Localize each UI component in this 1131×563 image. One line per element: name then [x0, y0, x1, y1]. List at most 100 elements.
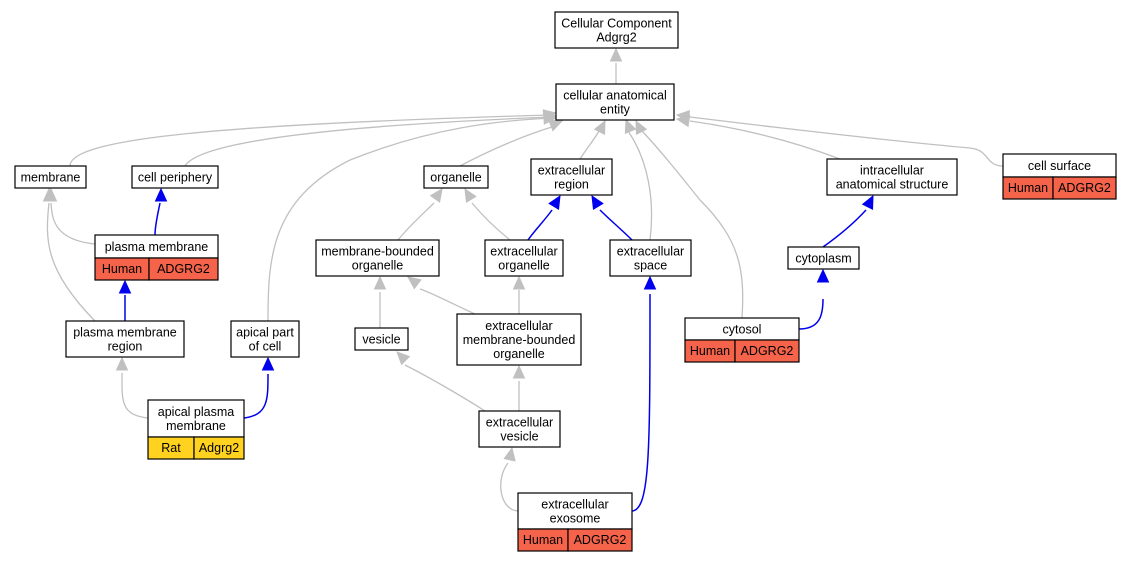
edge-line [689, 120, 841, 160]
go-term-node-membrane[interactable]: membrane [14, 165, 87, 189]
edge-arrowhead [548, 194, 561, 210]
edge-arrowhead [261, 356, 275, 371]
node-box [554, 11, 679, 49]
edge-apical_part-to-cae [267, 112, 558, 322]
edge-line [471, 202, 511, 241]
edge-embo-to-mbo [407, 276, 476, 315]
node-label-line: entity [600, 103, 631, 117]
edge-line [184, 116, 553, 167]
gene-label: ADGRG2 [1058, 181, 1111, 195]
species-label: Rat [161, 441, 181, 455]
edge-mbo-to-organelle [397, 188, 443, 241]
node-label-line: vesicle [362, 333, 400, 347]
node-label-line: membrane-bounded [463, 333, 576, 347]
edge-es-to-cae [624, 118, 653, 241]
edge-line [404, 364, 486, 412]
node-box [230, 320, 300, 358]
go-term-node-vesicle[interactable]: vesicle [354, 327, 409, 351]
edge-line [527, 209, 553, 241]
species-label: Human [690, 344, 730, 358]
node-label-line: organelle [430, 171, 481, 185]
node-label-line: apical plasma [158, 405, 234, 419]
edge-arrowhead [42, 187, 56, 202]
node-label-line: membrane [166, 419, 226, 433]
edge-arrowhead [503, 446, 516, 462]
edge-arrowhead [609, 47, 623, 62]
edge-line [689, 116, 1004, 167]
edge-line [822, 209, 867, 248]
gene-cell [193, 436, 245, 460]
species-label: Human [523, 533, 563, 547]
edge-ev-to-vesicle [396, 351, 486, 412]
node-label-line: region [554, 178, 589, 192]
edge-line [798, 298, 824, 330]
edge-line [267, 117, 556, 322]
node-box [315, 239, 440, 277]
edge-line [579, 130, 600, 160]
node-label-line: organelle [498, 259, 549, 273]
edge-arrowhead [396, 351, 411, 366]
species-label: Human [102, 262, 142, 276]
go-term-node-organelle[interactable]: organelle [423, 165, 489, 189]
edge-cytoplasm-to-ias [822, 194, 874, 248]
edge-arrowhead [373, 275, 387, 290]
node-box [530, 158, 613, 196]
node-label-line: exosome [550, 512, 601, 526]
edge-cell_periphery-to-cae [184, 111, 558, 167]
edge-arrowhead [512, 275, 526, 290]
node-box [787, 246, 860, 270]
node-label-line: extracellular [617, 245, 684, 259]
edge-arrowhead [115, 356, 129, 371]
gene-cell [1052, 176, 1117, 200]
edge-ev-to-embo [512, 364, 526, 411]
edge-arrowhead [624, 118, 637, 134]
edge-arrowhead [429, 188, 443, 203]
gene-label: ADGRG2 [741, 344, 794, 358]
node-box [65, 320, 185, 358]
edge-cytosol-to-cae [635, 119, 744, 319]
edge-embo-to-eo [512, 275, 526, 314]
edge-arrowhead [154, 187, 168, 202]
go-term-node-cytoplasm[interactable]: cytoplasm [787, 246, 860, 270]
node-label-line: cell periphery [138, 171, 213, 185]
edge-cae-to-root [609, 47, 623, 84]
node-label-line: organelle [493, 347, 544, 361]
edge-pmr-to-membrane [42, 187, 96, 322]
node-label-line: extracellular [538, 164, 605, 178]
edge-line [397, 202, 435, 241]
node-label-line: cytosol [723, 323, 762, 337]
node-label-line: of cell [249, 340, 282, 354]
node-label-line: plasma membrane [105, 240, 209, 254]
edge-arrowhead [548, 119, 564, 132]
go-term-node-cell-periphery[interactable]: cell periphery [131, 165, 219, 189]
edge-apm-to-apical_part [243, 356, 275, 419]
edge-line [459, 125, 556, 167]
edge-line [50, 202, 96, 245]
gene-label: Adgrg2 [199, 441, 239, 455]
node-label-line: anatomical structure [836, 178, 949, 192]
edge-cytosol-to-cytoplasm [798, 268, 830, 330]
edge-exosome-to-es [631, 275, 657, 512]
edge-arrowhead [118, 279, 132, 294]
edge-arrowhead [643, 275, 657, 290]
node-label-line: extracellular [486, 416, 553, 430]
node-label-line: extracellular [541, 498, 608, 512]
edge-eo-to-extracellular_region [527, 194, 561, 241]
